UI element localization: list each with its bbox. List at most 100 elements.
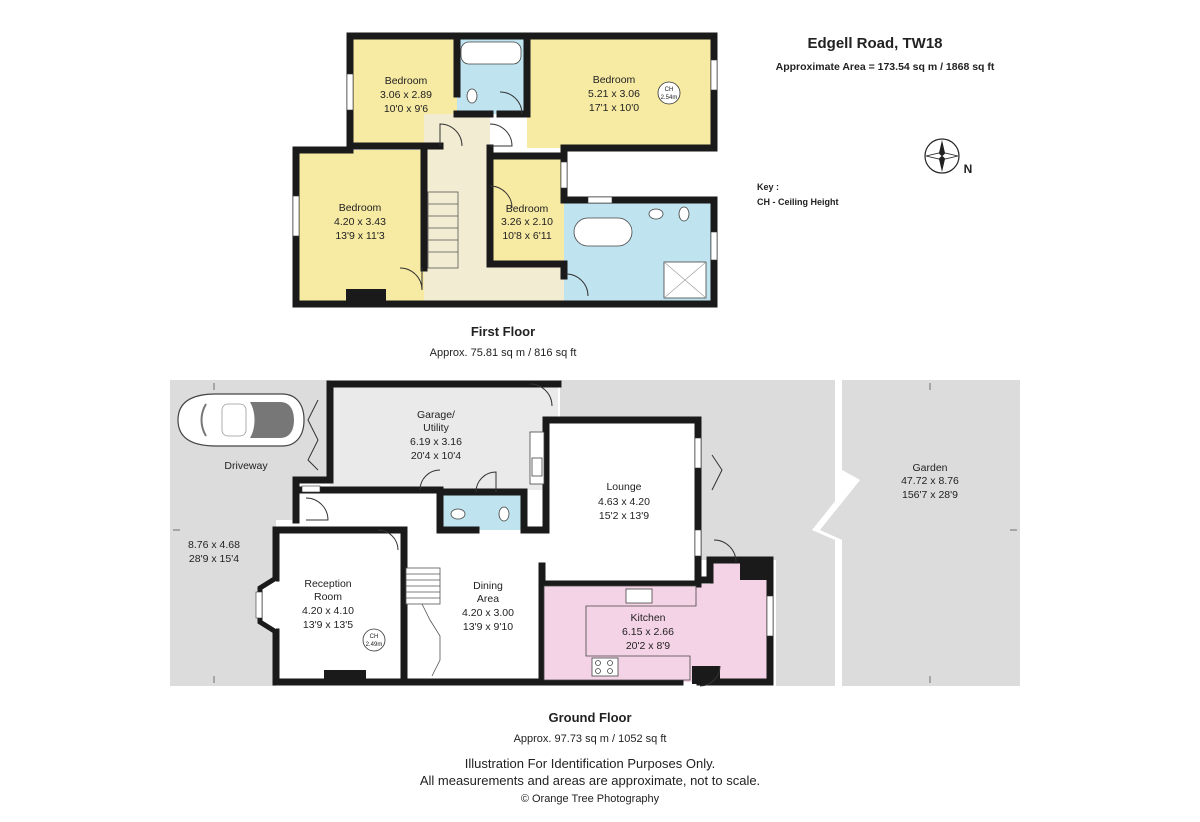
window	[710, 59, 718, 91]
lounge-name: Lounge	[606, 481, 641, 493]
room-reception	[280, 530, 404, 682]
wall-block	[692, 666, 720, 684]
window	[301, 485, 321, 493]
door	[529, 383, 553, 407]
sink-icon	[531, 457, 543, 477]
door	[439, 123, 463, 147]
door	[489, 185, 513, 209]
disclaimer-line-2: All measurements and areas are approxima…	[420, 773, 760, 788]
driveway-name: Driveway	[224, 460, 268, 472]
toilet-icon	[678, 206, 690, 222]
dining-metric: 4.20 x 3.00	[462, 607, 514, 619]
lounge-imperial: 15'2 x 13'9	[599, 510, 649, 522]
door	[499, 91, 523, 115]
kitchen-sink-icon	[625, 588, 653, 604]
svg-text:CH: CH	[370, 634, 379, 640]
ground-floor-hallway	[300, 492, 440, 530]
room-garage-utility	[330, 384, 558, 490]
french-door	[711, 454, 723, 491]
bay-window	[255, 591, 263, 619]
bedroom-3-imperial: 13'9 x 11'3	[335, 230, 385, 242]
window	[710, 231, 718, 261]
door	[713, 539, 737, 563]
svg-text:2.54m: 2.54m	[661, 95, 678, 101]
chimney-breast	[324, 670, 366, 684]
dining-imperial: 13'9 x 9'10	[463, 621, 513, 633]
ceiling-height-badge: CH 2.49m	[362, 628, 386, 652]
bedroom-2-metric: 5.21 x 3.06	[588, 88, 640, 100]
window	[560, 161, 568, 189]
garage-metric: 6.19 x 3.16	[410, 436, 462, 448]
garden-imperial: 156'7 x 28'9	[902, 489, 958, 501]
driveway-metric: 8.76 x 4.68	[188, 539, 240, 551]
bedroom-1-name: Bedroom	[385, 75, 428, 87]
door	[399, 267, 423, 291]
basin-icon	[648, 208, 664, 220]
garage-folding-door	[307, 399, 319, 471]
door	[489, 123, 513, 147]
bedroom-4-name: Bedroom	[506, 203, 549, 215]
room-bedroom-2	[527, 36, 714, 148]
first-floor-title: First Floor	[471, 324, 535, 339]
garden-metric: 47.72 x 8.76	[901, 475, 959, 487]
bedroom-3-metric: 4.20 x 3.43	[334, 216, 386, 228]
bathtub-icon	[460, 41, 522, 65]
bedroom-4-metric: 3.26 x 2.10	[501, 216, 553, 228]
ground-floor-plan: Garage/ Utility 6.19 x 3.16 20'4 x 10'4 …	[170, 380, 1020, 745]
first-floor-stairs	[427, 191, 459, 269]
reception-name-line-2: Room	[314, 591, 342, 603]
room-dining-area	[404, 530, 542, 682]
room-bedroom-4	[490, 158, 564, 264]
copyright: © Orange Tree Photography	[521, 793, 660, 805]
room-bedroom-3	[296, 150, 424, 305]
bedroom-4-imperial: 10'8 x 6'11	[502, 230, 552, 242]
front-door	[305, 497, 329, 521]
window	[694, 437, 702, 469]
garden-name: Garden	[912, 462, 947, 474]
car-icon	[177, 393, 305, 447]
window	[346, 73, 354, 111]
ground-floor-title: Ground Floor	[548, 710, 631, 725]
kitchen-name: Kitchen	[630, 612, 665, 624]
door	[377, 529, 399, 551]
key-title: Key :	[757, 182, 779, 192]
area-garden	[820, 380, 1020, 686]
ground-floor-area: Approx. 97.73 sq m / 1052 sq ft	[514, 733, 667, 745]
lounge-metric: 4.63 x 4.20	[598, 496, 650, 508]
ground-floor-stairs	[405, 567, 441, 677]
bedroom-3-name: Bedroom	[339, 202, 382, 214]
window	[587, 196, 613, 204]
door	[565, 273, 589, 297]
ceiling-height-badge: CH 2.54m	[657, 81, 681, 105]
svg-text:CH: CH	[665, 87, 674, 93]
bedroom-1-metric: 3.06 x 2.89	[380, 89, 432, 101]
kitchen-metric: 6.15 x 2.66	[622, 626, 674, 638]
property-title: Edgell Road, TW18	[807, 35, 942, 52]
window	[694, 529, 702, 557]
first-floor-area: Approx. 75.81 sq m / 816 sq ft	[430, 347, 577, 359]
kitchen-imperial: 20'2 x 8'9	[626, 640, 670, 652]
svg-text:2.49m: 2.49m	[366, 642, 383, 648]
toilet-icon	[498, 506, 510, 522]
reception-imperial: 13'9 x 13'5	[303, 619, 353, 631]
door	[699, 665, 721, 687]
dimension-ticks	[173, 383, 1017, 683]
key-ceiling-height: CH - Ceiling Height	[757, 197, 839, 207]
room-lounge	[546, 420, 698, 580]
area-side-passage	[560, 380, 835, 686]
basin-icon	[450, 508, 466, 520]
disclaimer-line-1: Illustration For Identification Purposes…	[465, 756, 716, 771]
first-floor-plan: Bedroom 3.06 x 2.89 10'0 x 9'6 Bedroom 5…	[292, 32, 718, 359]
door	[419, 469, 441, 491]
driveway-imperial: 28'9 x 15'4	[189, 553, 239, 565]
door	[475, 471, 497, 493]
wall-block	[740, 562, 768, 580]
window	[292, 195, 300, 237]
bedroom-2-imperial: 17'1 x 10'0	[589, 102, 639, 114]
freestanding-bath-icon	[573, 217, 633, 247]
bedroom-1-imperial: 10'0 x 9'6	[384, 103, 428, 115]
area-driveway	[170, 380, 330, 686]
dining-name-line-2: Area	[477, 593, 499, 605]
compass-rose-icon	[924, 138, 960, 174]
